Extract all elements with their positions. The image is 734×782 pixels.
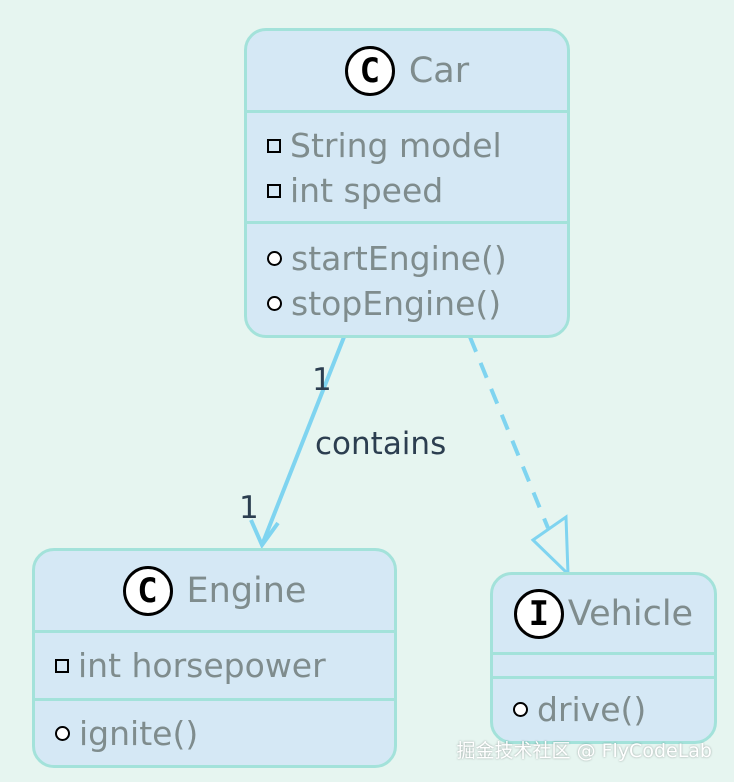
composition-arrow-car-engine — [249, 336, 346, 549]
interface-icon: I — [513, 588, 564, 639]
interface-vehicle[interactable]: I Vehicle drive() — [490, 572, 717, 744]
method-label: stopEngine() — [291, 284, 502, 323]
interface-vehicle-name: Vehicle — [567, 593, 694, 634]
multiplicity-source-label: 1 — [312, 362, 332, 398]
relation-label-contains: contains — [315, 426, 447, 462]
multiplicity-target-label: 1 — [239, 490, 259, 526]
class-car-name: Car — [408, 50, 470, 91]
class-icon: C — [122, 565, 173, 616]
class-engine-attributes: int horsepower — [35, 633, 394, 701]
class-icon: C — [344, 45, 395, 96]
public-icon — [267, 296, 282, 311]
attribute-label: int speed — [290, 171, 444, 210]
class-engine-name: Engine — [186, 570, 307, 611]
public-icon — [267, 251, 282, 266]
private-icon — [267, 183, 281, 198]
method-label: startEngine() — [291, 239, 507, 278]
class-car[interactable]: C Car String model int speed startEngine… — [244, 28, 570, 338]
attribute-label: String model — [290, 126, 502, 165]
public-icon — [513, 702, 528, 717]
class-engine-header: C Engine — [35, 551, 394, 633]
class-car-attributes: String model int speed — [247, 113, 567, 224]
class-engine[interactable]: C Engine int horsepower ignite() — [32, 548, 397, 768]
attribute-row: int speed — [247, 168, 567, 213]
class-engine-methods: ignite() — [35, 701, 394, 758]
attribute-row: String model — [247, 123, 567, 168]
watermark: 掘金技术社区 @ FlyCodeLab — [456, 740, 712, 762]
interface-vehicle-methods: drive() — [493, 679, 714, 734]
public-icon — [55, 726, 70, 741]
method-row: ignite() — [35, 711, 394, 756]
method-row: stopEngine() — [247, 281, 567, 326]
method-label: ignite() — [79, 714, 199, 753]
class-car-methods: startEngine() stopEngine() — [247, 224, 567, 328]
interface-vehicle-attributes — [493, 655, 714, 679]
attribute-row: int horsepower — [35, 643, 394, 688]
private-icon — [267, 138, 281, 153]
private-icon — [55, 658, 69, 673]
class-car-header: C Car — [247, 31, 567, 113]
method-row: drive() — [493, 687, 714, 732]
attribute-label: int horsepower — [78, 646, 326, 685]
method-row: startEngine() — [247, 236, 567, 281]
realization-arrow-car-vehicle — [468, 336, 570, 578]
method-label: drive() — [537, 690, 647, 729]
interface-vehicle-header: I Vehicle — [493, 575, 714, 655]
